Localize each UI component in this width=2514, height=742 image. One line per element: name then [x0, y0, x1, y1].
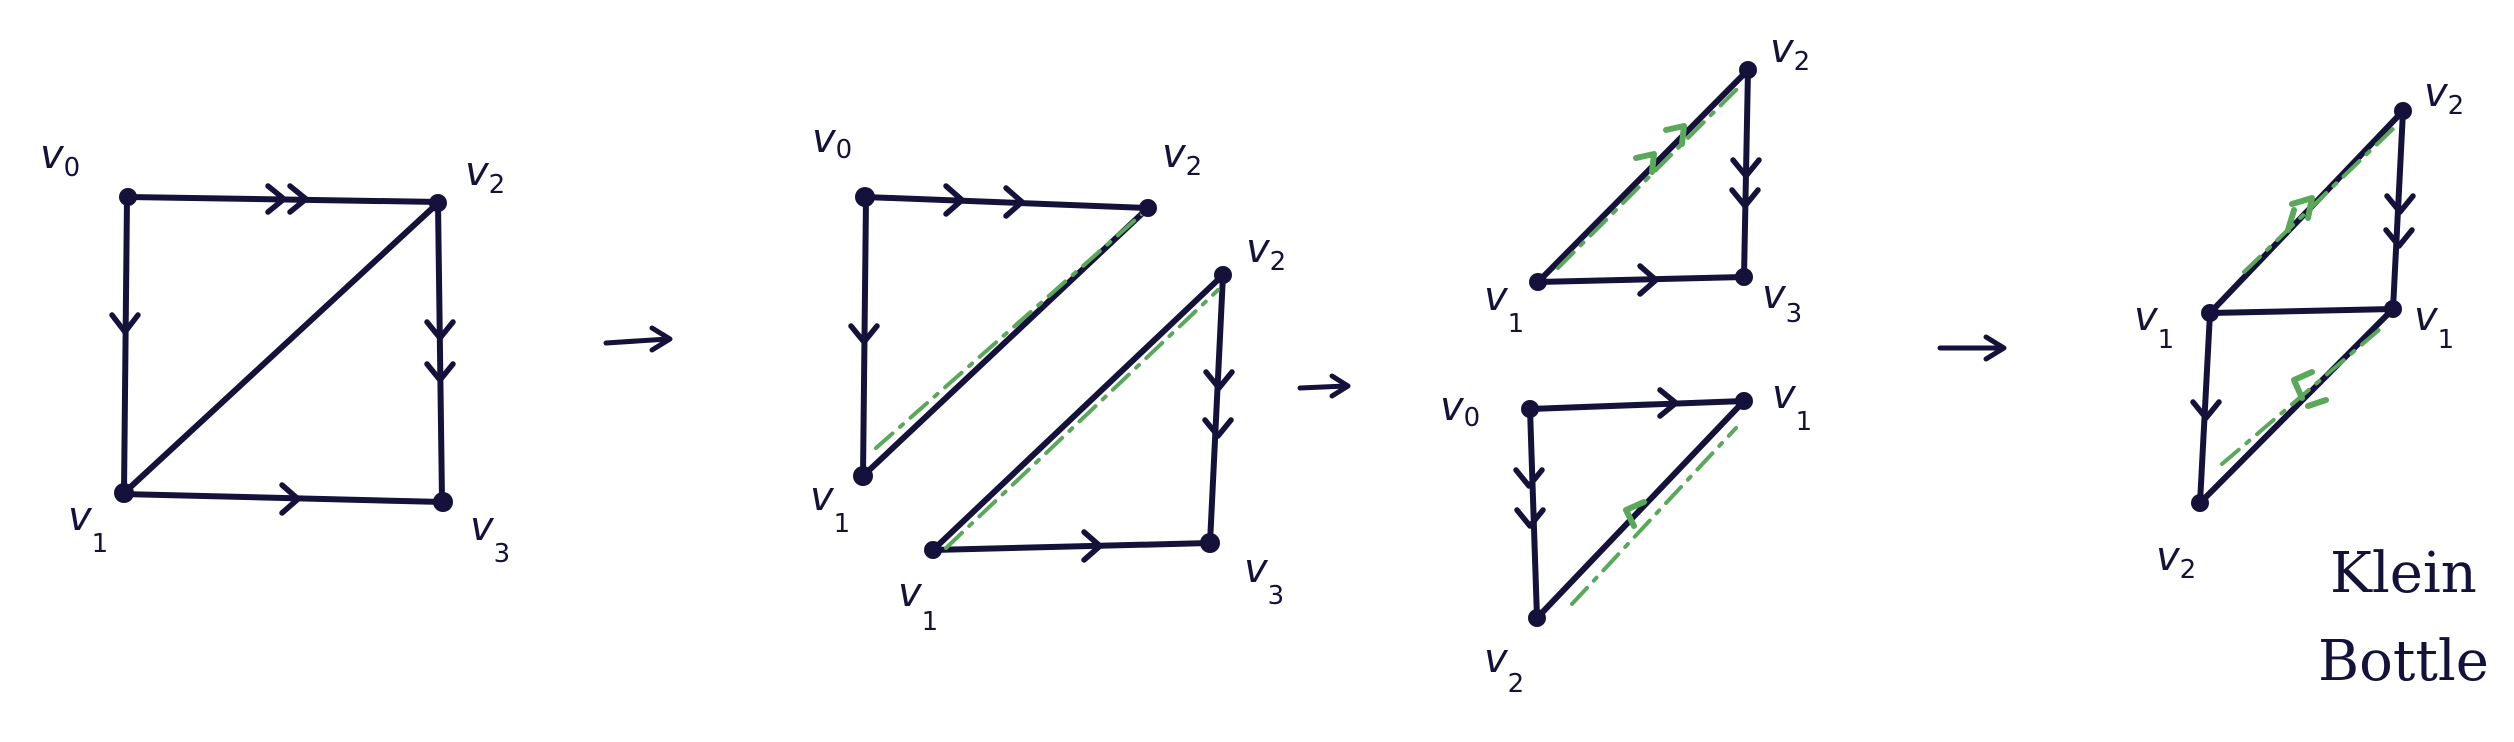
- vertex-dot-v1: [114, 483, 134, 503]
- glue-line-klein-upper: [2242, 124, 2398, 274]
- arrow-klein-right-down-1: [2384, 193, 2416, 215]
- edge-v1-v3: [121, 491, 446, 505]
- caption-bottle: Bottle: [2318, 629, 2489, 694]
- vertex-dot-v1-klein-left: [2201, 304, 2219, 322]
- label-v1-klein-left: v1: [2134, 294, 2174, 355]
- vertex-dot-v0: [119, 188, 137, 206]
- arrow-bottom-left-down-2: [1514, 507, 1546, 529]
- arrow-top-right-down-1: [1730, 157, 1762, 179]
- arrow-lower-right-down-1: [1203, 369, 1235, 391]
- green-arrow-bottom: [1623, 499, 1647, 529]
- label-v1-top: v1: [1484, 274, 1524, 339]
- vertex-dot-v2-top: [1739, 61, 1757, 79]
- label-v0-bottom: v0: [1440, 384, 1480, 433]
- arrow-klein-right-down-2: [2383, 227, 2415, 249]
- edge-v0-v1-upper: [860, 195, 869, 479]
- edge-v0-v1-bottom: [1527, 398, 1747, 412]
- vertex-dot-v1-upper: [853, 466, 873, 486]
- vertex-dot-v3-top: [1735, 268, 1753, 286]
- label-v2-top: v2: [1770, 26, 1810, 77]
- edge-diagonal-v1-v2: [121, 200, 441, 496]
- label-v2-upper: v2: [1162, 131, 1202, 182]
- glue-line-lower: [944, 288, 1220, 550]
- label-v2: v2: [465, 149, 505, 200]
- glue-line-top: [1556, 84, 1742, 270]
- panel-klein-bottle: v2 v1 v1 v2 Klein Bottle: [2134, 70, 2489, 694]
- green-arrow-top: [1633, 123, 1687, 175]
- arrow-bottom-left-down-1: [1513, 467, 1545, 489]
- label-v3-lower: v3: [1244, 546, 1284, 611]
- arrow-left-down: [109, 312, 141, 335]
- double-arrow-top: [265, 183, 309, 215]
- arrow-lower-bottom: [1081, 529, 1103, 563]
- label-v2-klein-bottom: v2: [2156, 534, 2196, 585]
- edge-v1-v2-top: [1535, 67, 1751, 285]
- arrow-upper-top-1: [943, 183, 965, 217]
- transition-arrow-2: [1297, 373, 1351, 399]
- edge-v1-v1-middle: [2207, 306, 2396, 316]
- label-v2-lower: v2: [1246, 226, 1286, 277]
- arrow-klein-left-down-1: [2190, 399, 2222, 421]
- arrow-bottom-right: [279, 482, 301, 516]
- label-v1-klein-right: v1: [2414, 294, 2454, 355]
- vertex-dot-v1-bottom: [1735, 392, 1753, 410]
- edge-v2-v1-lower-right: [2197, 306, 2396, 506]
- edge-v0-v1: [121, 195, 130, 495]
- label-v1-lower: v1: [898, 570, 938, 637]
- transition-arrow-1: [603, 325, 673, 353]
- edge-v1-v3-top: [1535, 274, 1747, 285]
- double-arrow-right-down: [424, 319, 456, 383]
- vertex-dot-v2-lower: [1214, 266, 1232, 284]
- arrow-lower-right-down-2: [1202, 417, 1234, 439]
- edge-v1-v3-lower: [930, 540, 1213, 553]
- arrow-top-right-down-2: [1729, 187, 1761, 209]
- glue-line-bottom: [1570, 426, 1738, 606]
- panel-rearranged-triangles: v2 v1 v3 v0 v1 v2: [1440, 26, 1812, 699]
- label-v0-upper: v0: [812, 116, 852, 165]
- glue-line-upper: [874, 212, 1144, 450]
- vertex-dot-v2-klein-bottom: [2191, 494, 2209, 512]
- vertex-dot-v0-bottom: [1521, 400, 1539, 418]
- vertex-dot-v1-top: [1529, 273, 1547, 291]
- label-v1-bottom: v1: [1772, 372, 1812, 437]
- vertex-dot-v2-upper: [1139, 199, 1157, 217]
- arrow-top-bottom: [1637, 263, 1659, 297]
- vertex-dot-v3: [433, 492, 453, 512]
- green-arrow-klein-lower: [2291, 369, 2329, 409]
- glue-line-klein-lower: [2220, 322, 2388, 466]
- arrow-upper-top-2: [1003, 185, 1025, 219]
- vertex-dot-v3-lower: [1200, 533, 1220, 553]
- edge-v1-v2-left: [2197, 310, 2213, 506]
- edge-v2-v3: [435, 200, 445, 503]
- edge-v1-v2-lower: [930, 272, 1226, 553]
- label-v2-bottom: v2: [1484, 636, 1524, 699]
- arrow-upper-left-down: [848, 323, 880, 345]
- vertex-dot-v2: [429, 194, 447, 212]
- label-v1-upper: v1: [810, 474, 850, 539]
- caption-klein: Klein: [2330, 541, 2477, 606]
- green-arrow-klein-upper: [2285, 195, 2315, 233]
- vertex-dot-v2-klein-top: [2394, 102, 2412, 120]
- label-v0: v0: [40, 132, 80, 183]
- vertex-dot-v0-upper: [855, 187, 875, 207]
- transition-arrow-3: [1937, 334, 2007, 362]
- panel-square: v0 v2 v1 v3: [40, 132, 510, 569]
- label-v3-top: v3: [1762, 272, 1802, 329]
- panel-cut-triangles: v0 v2 v2 v1 v1 v3: [810, 116, 1286, 637]
- vertex-dot-v2-bottom: [1528, 609, 1546, 627]
- label-v3: v3: [470, 504, 510, 569]
- edge-v1-v2-upper: [860, 205, 1151, 479]
- edge-v0-v2-upper: [862, 194, 1151, 211]
- vertex-dot-v1-lower: [924, 541, 942, 559]
- edge-v2-v3-lower: [1207, 272, 1226, 546]
- edge-v2-v1-bottom: [1534, 398, 1747, 621]
- vertex-dot-v1-klein-right: [2384, 300, 2402, 318]
- label-v2-klein-top: v2: [2424, 70, 2464, 121]
- edge-v0-v2-bottom: [1527, 406, 1540, 621]
- label-v1: v1: [68, 494, 108, 559]
- arrow-bottom-top: [1657, 387, 1679, 419]
